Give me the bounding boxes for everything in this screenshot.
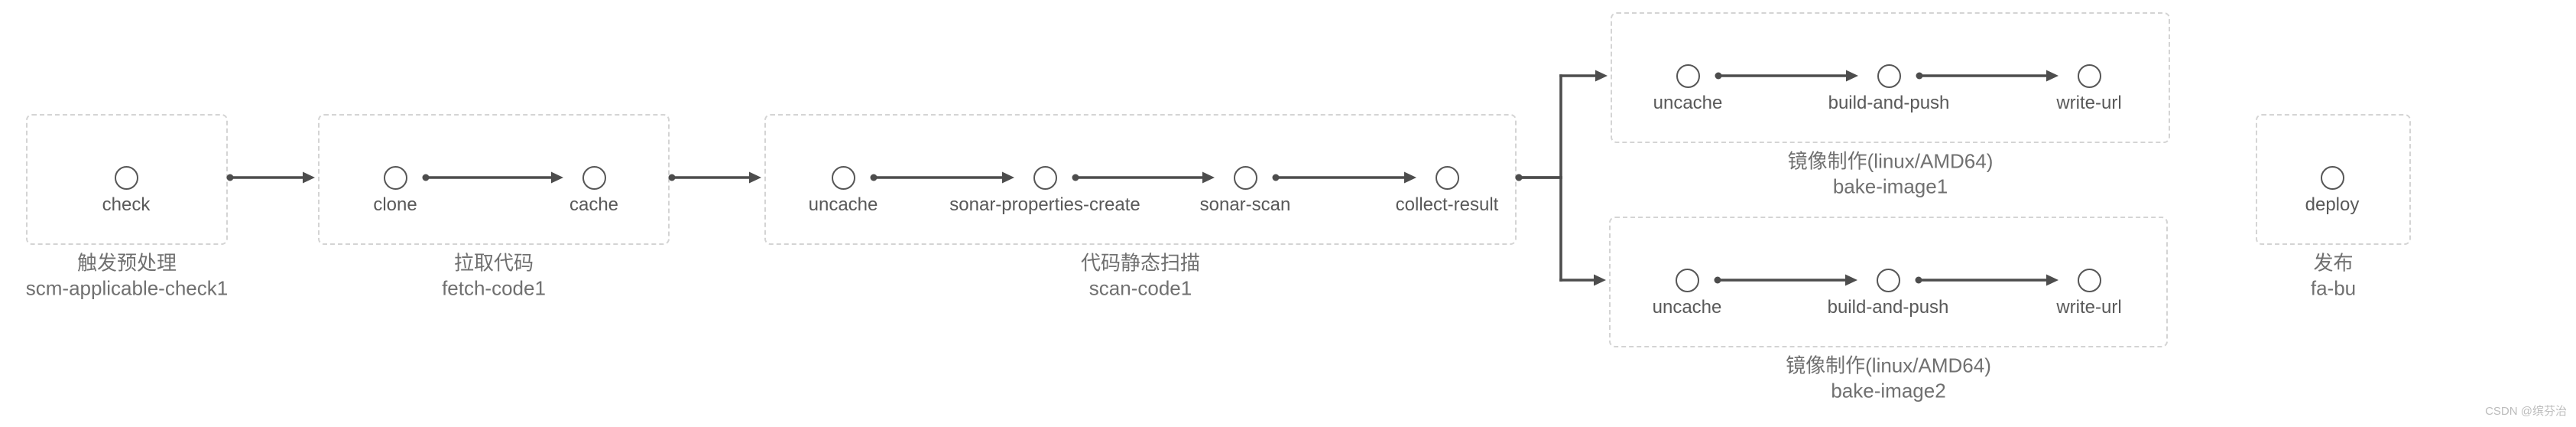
connector-arrowhead <box>1002 171 1014 184</box>
stage-title: 镜像制作(linux/AMD64) <box>1787 149 1994 173</box>
step-label: sonar-properties-create <box>949 194 1140 215</box>
step-label: build-and-push <box>1828 93 1950 113</box>
connector-arrowhead <box>1846 70 1858 82</box>
step-node-uncache[interactable] <box>1676 64 1700 88</box>
step-label: write-url <box>2056 93 2122 113</box>
connector-arrowhead <box>551 171 563 184</box>
connector-arrowhead <box>1404 171 1416 184</box>
step-label: build-and-push <box>1827 297 1949 318</box>
stage-title: 触发预处理 <box>76 251 177 275</box>
step-node-build-and-push[interactable] <box>1877 64 1901 88</box>
stage-id: scm-applicable-check1 <box>25 276 229 300</box>
connector-arrowhead <box>2046 70 2059 82</box>
watermark: CSDN @缤芬治 <box>2485 405 2567 418</box>
stage-id: scan-code1 <box>1088 276 1192 300</box>
connector-arrowhead <box>1595 70 1608 82</box>
stage-id: bake-image2 <box>1831 379 1946 403</box>
step-label: uncache <box>1653 93 1723 113</box>
step-node-sonar-scan[interactable] <box>1233 165 1257 190</box>
connector-arrowhead <box>1202 171 1215 184</box>
step-node-write-url[interactable] <box>2077 268 2101 292</box>
step-node-uncache[interactable] <box>1675 268 1699 292</box>
stage-box-bake-image1 <box>1611 12 2170 143</box>
connector-arrowhead <box>2046 274 2059 286</box>
connector-arrowhead <box>1845 274 1857 286</box>
stage-id: fetch-code1 <box>442 276 546 300</box>
stage-title: 拉取代码 <box>453 251 534 275</box>
step-node-uncache[interactable] <box>831 165 855 190</box>
step-label: uncache <box>808 194 878 215</box>
stage-title: 发布 <box>2313 251 2354 275</box>
step-label: collect-result <box>1395 194 1499 215</box>
stage-box-fa-bu <box>2256 114 2411 245</box>
step-label: check <box>102 194 151 215</box>
step-label: clone <box>373 194 417 215</box>
stage-box-scm-applicable-check1 <box>26 114 228 245</box>
connector-arrowhead <box>303 171 315 184</box>
stage-box-scan-code1 <box>764 114 1517 245</box>
step-label: cache <box>569 194 619 215</box>
stage-box-bake-image2 <box>1609 217 2168 347</box>
step-node-build-and-push[interactable] <box>1876 268 1900 292</box>
step-node-deploy[interactable] <box>2320 165 2344 190</box>
step-label: sonar-scan <box>1199 194 1291 215</box>
step-label: uncache <box>1652 297 1722 318</box>
stage-id: bake-image1 <box>1832 174 1948 198</box>
connector-arrowhead <box>749 171 761 184</box>
step-node-collect-result[interactable] <box>1435 165 1459 190</box>
stage-id: fa-bu <box>2310 276 2357 300</box>
connector-arrowhead <box>1594 274 1606 286</box>
step-node-check[interactable] <box>114 165 138 190</box>
stage-title: 代码静态扫描 <box>1080 251 1201 275</box>
step-label: write-url <box>2056 297 2122 318</box>
stage-box-fetch-code1 <box>318 114 670 245</box>
step-label: deploy <box>2305 194 2360 215</box>
step-node-write-url[interactable] <box>2077 64 2101 88</box>
step-node-sonar-properties-create[interactable] <box>1033 165 1057 190</box>
step-node-clone[interactable] <box>383 165 407 190</box>
step-node-cache[interactable] <box>582 165 606 190</box>
stage-title: 镜像制作(linux/AMD64) <box>1786 354 1991 377</box>
